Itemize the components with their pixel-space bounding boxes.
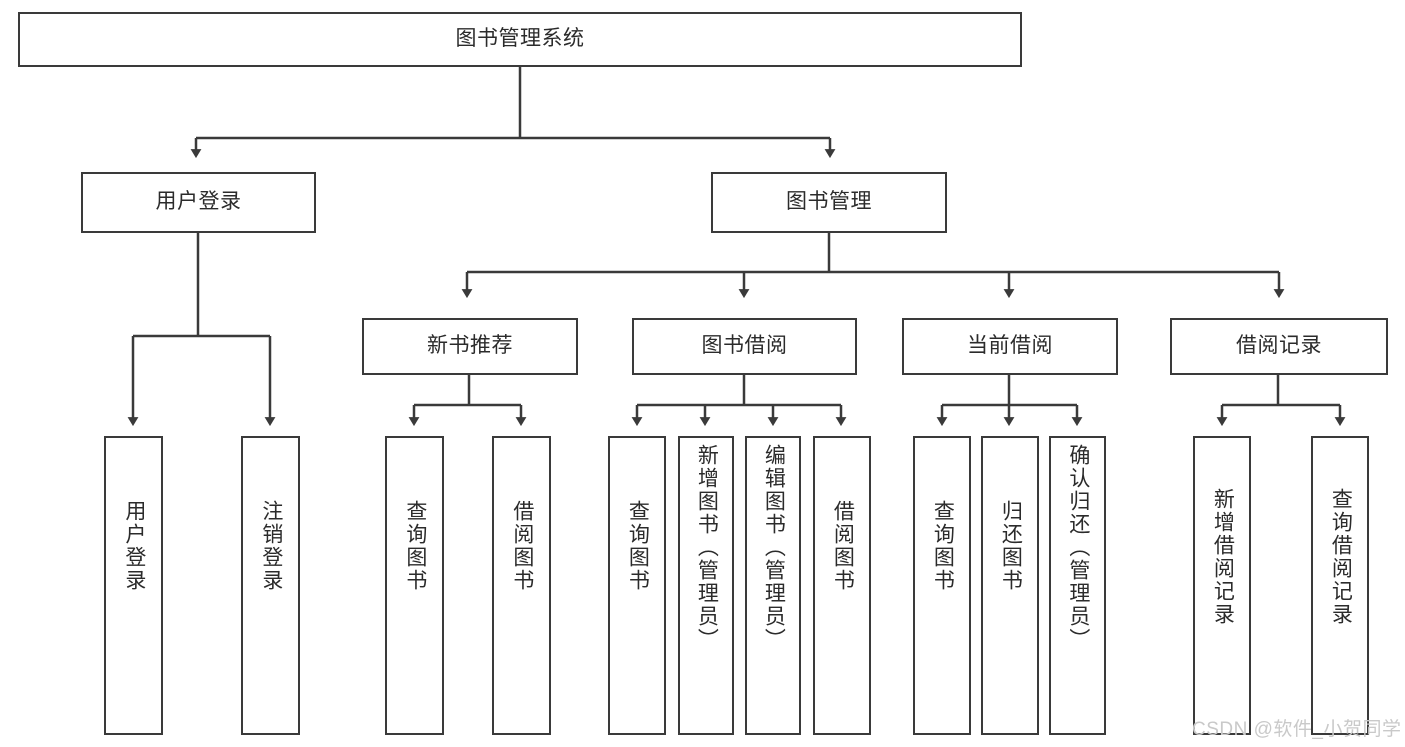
node-book-borrow[interactable]: 图书借阅 <box>632 318 857 375</box>
leaf-logout[interactable]: 注销登录 <box>241 436 300 735</box>
node-new-book-recommend-label: 新书推荐 <box>427 334 513 358</box>
leaf-borrow-book-1[interactable]: 借阅图书 <box>492 436 551 735</box>
node-root[interactable]: 图书管理系统 <box>18 12 1022 67</box>
node-borrow-records-label: 借阅记录 <box>1236 334 1322 358</box>
leaf-query-book-3-label: 查询图书 <box>931 500 955 592</box>
node-borrow-records[interactable]: 借阅记录 <box>1170 318 1388 375</box>
leaf-edit-book-admin-label: 编辑图书（管理员） <box>762 444 786 651</box>
node-book-management[interactable]: 图书管理 <box>711 172 947 233</box>
leaf-add-borrow-record[interactable]: 新增借阅记录 <box>1193 436 1251 735</box>
node-book-borrow-label: 图书借阅 <box>701 334 788 358</box>
node-current-borrow-label: 当前借阅 <box>967 334 1053 358</box>
leaf-borrow-book-2[interactable]: 借阅图书 <box>813 436 871 735</box>
leaf-user-login[interactable]: 用户登录 <box>104 436 163 735</box>
leaf-logout-label: 注销登录 <box>259 500 283 592</box>
node-current-borrow[interactable]: 当前借阅 <box>902 318 1118 375</box>
leaf-borrow-book-2-label: 借阅图书 <box>831 500 855 592</box>
leaf-add-book-admin-label: 新增图书（管理员） <box>695 444 719 651</box>
leaf-edit-book-admin[interactable]: 编辑图书（管理员） <box>745 436 801 735</box>
leaf-confirm-return-admin-label: 确认归还（管理员） <box>1066 444 1090 651</box>
node-new-book-recommend[interactable]: 新书推荐 <box>362 318 578 375</box>
node-user-login[interactable]: 用户登录 <box>81 172 316 233</box>
leaf-confirm-return-admin[interactable]: 确认归还（管理员） <box>1049 436 1106 735</box>
leaf-return-book[interactable]: 归还图书 <box>981 436 1039 735</box>
leaf-query-book-2[interactable]: 查询图书 <box>608 436 666 735</box>
leaf-query-book-1-label: 查询图书 <box>403 500 427 592</box>
node-root-label: 图书管理系统 <box>455 27 585 51</box>
leaf-query-borrow-record-label: 查询借阅记录 <box>1329 488 1353 626</box>
leaf-return-book-label: 归还图书 <box>999 500 1023 592</box>
leaf-query-borrow-record[interactable]: 查询借阅记录 <box>1311 436 1369 735</box>
leaf-add-borrow-record-label: 新增借阅记录 <box>1211 488 1235 626</box>
leaf-user-login-label: 用户登录 <box>122 500 146 592</box>
leaf-query-book-1[interactable]: 查询图书 <box>385 436 444 735</box>
leaf-query-book-3[interactable]: 查询图书 <box>913 436 971 735</box>
node-book-management-label: 图书管理 <box>786 190 872 214</box>
leaf-query-book-2-label: 查询图书 <box>626 500 650 592</box>
node-user-login-label: 用户登录 <box>155 190 242 214</box>
leaf-add-book-admin[interactable]: 新增图书（管理员） <box>678 436 734 735</box>
leaf-borrow-book-1-label: 借阅图书 <box>510 500 534 592</box>
